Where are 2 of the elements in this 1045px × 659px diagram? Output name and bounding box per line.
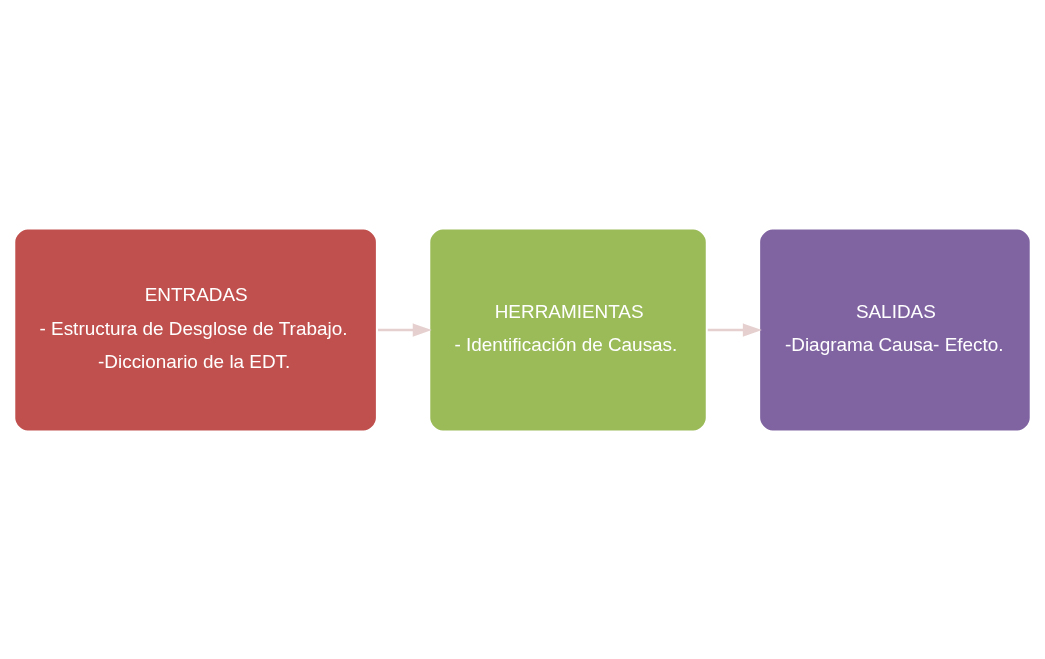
arrow [378, 322, 432, 337]
arrow [707, 322, 762, 337]
